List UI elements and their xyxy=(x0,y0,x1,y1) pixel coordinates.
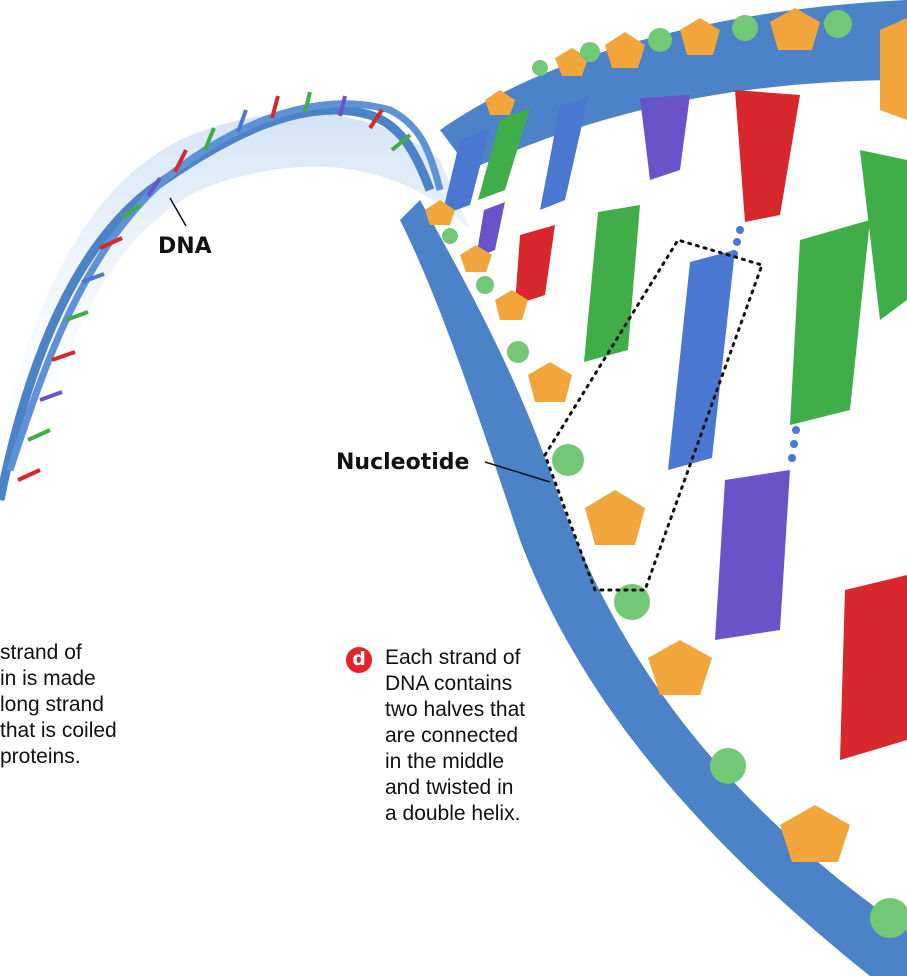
hydrogen-bonds xyxy=(730,226,800,462)
caption-left-line: long strand xyxy=(0,692,117,718)
caption-right-line: DNA contains xyxy=(385,671,525,697)
caption-right-line: a double helix. xyxy=(385,801,525,827)
caption-left-line: strand of xyxy=(0,640,117,666)
caption-left-fragment: strand of in is made long strand that is… xyxy=(0,640,117,770)
caption-right-line: are connected xyxy=(385,723,525,749)
caption-right-line: two halves that xyxy=(385,697,525,723)
caption-right: Each strand of DNA contains two halves t… xyxy=(385,645,525,827)
caption-left-line: that is coiled xyxy=(0,718,117,744)
nucleotide-label: Nucleotide xyxy=(336,450,469,475)
dna-label: DNA xyxy=(158,234,212,259)
caption-right-line: in the middle xyxy=(385,749,525,775)
caption-right-line: and twisted in xyxy=(385,775,525,801)
caption-right-line: Each strand of xyxy=(385,645,525,671)
caption-left-line: proteins. xyxy=(0,744,117,770)
caption-left-line: in is made xyxy=(0,666,117,692)
caption-marker-d: d xyxy=(346,647,372,673)
